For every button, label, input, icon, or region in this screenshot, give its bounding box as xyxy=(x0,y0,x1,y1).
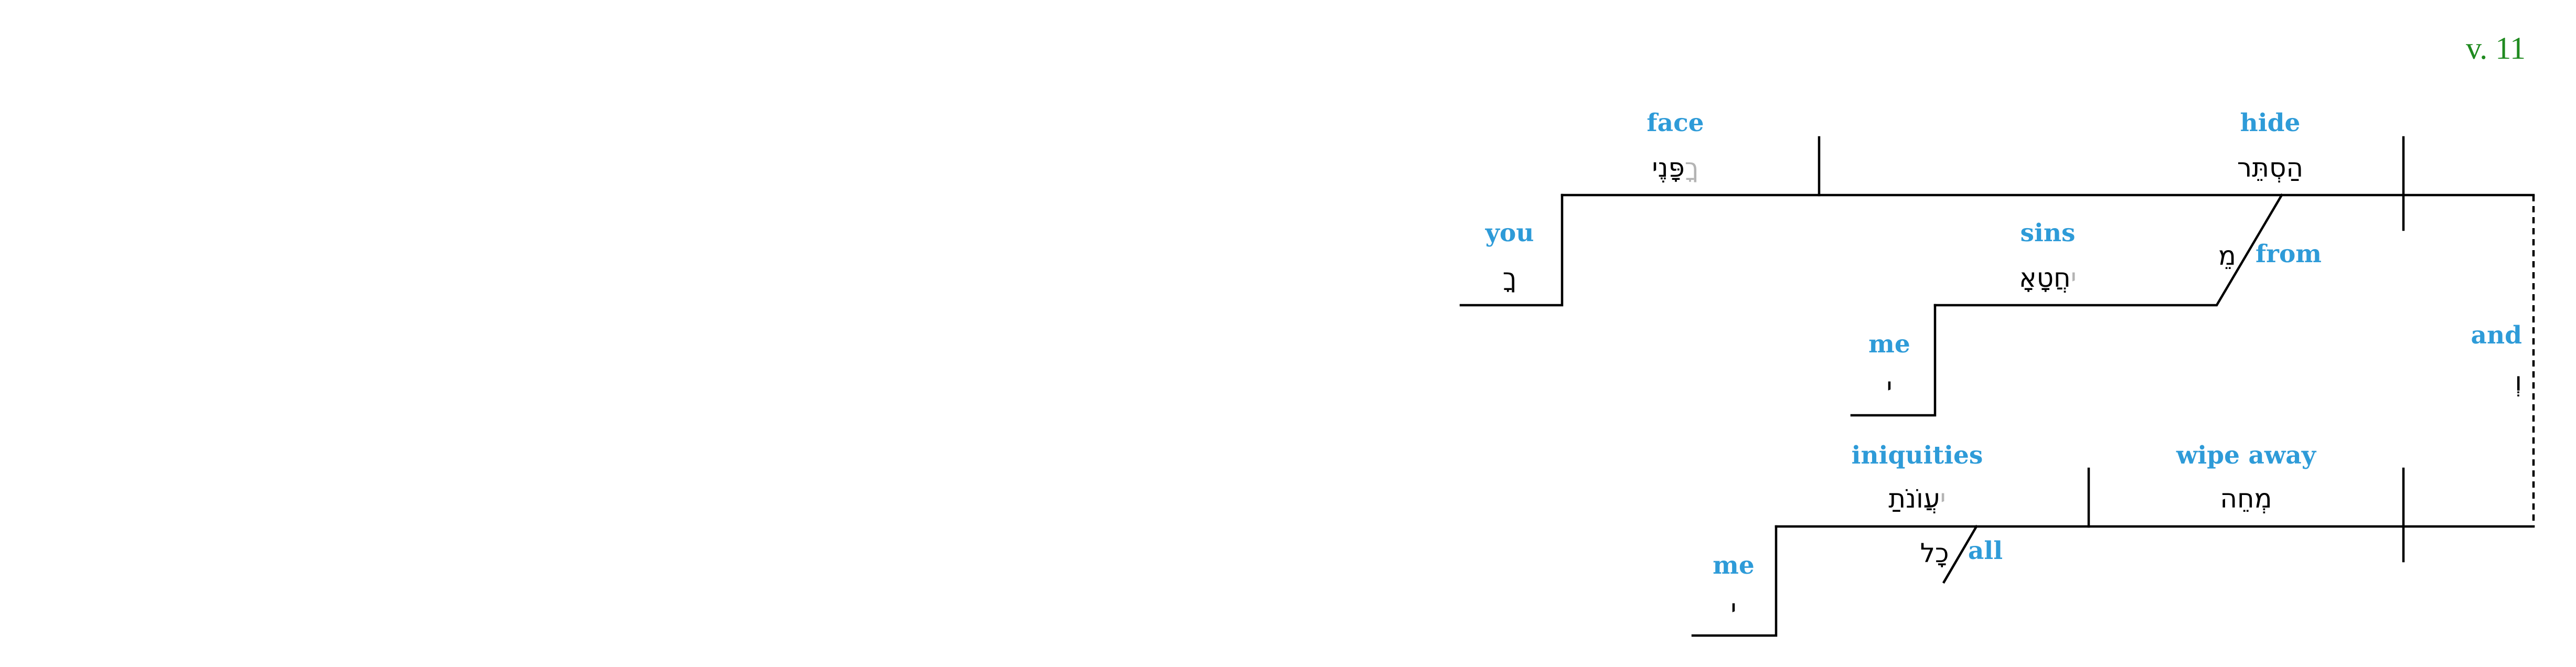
object-hebrew-iniquities-suffix: י xyxy=(1940,483,1946,514)
prep-possessor-me-line xyxy=(1850,304,1937,417)
preposition-from-line xyxy=(1933,193,2284,307)
verb-gloss-wipe-away: wipe away xyxy=(2176,441,2317,470)
modifier-hebrew-all: כָל xyxy=(1920,538,1949,568)
object-gloss-face: face xyxy=(1647,109,1704,137)
object-hebrew-iniquities: יעֲוֹנֹתַ xyxy=(1888,483,1946,514)
object-hebrew-face-suffix: ךָ xyxy=(1685,153,1699,183)
clause-2-possessor-hebrew-me: י xyxy=(1730,594,1736,624)
prep-object-hebrew-sins: יחֲטָאָ xyxy=(2019,263,2077,293)
verse-label: v. 11 xyxy=(2466,31,2526,66)
modifier-all-line xyxy=(1942,524,1979,584)
verb-hebrew-wipe-away: מְחֵה xyxy=(2220,483,2272,514)
object-hebrew-iniquities-stem: עֲוֹנֹתַ xyxy=(1888,483,1940,514)
modifier-gloss-all: all xyxy=(1968,536,2003,565)
prep-possessor-gloss-me: me xyxy=(1868,330,1910,359)
verb-gloss-hide: hide xyxy=(2240,109,2301,137)
possessor-hebrew-you: ךָ xyxy=(1503,263,1517,293)
object-gloss-iniquities: iniquities xyxy=(1852,441,1983,470)
verb-hebrew-hide: הַסְתֵּר xyxy=(2237,153,2303,183)
possessor-gloss-you: you xyxy=(1485,219,1534,248)
preposition-gloss-from: from xyxy=(2256,240,2322,268)
possessor-you-line xyxy=(1459,193,1564,307)
prep-object-hebrew-sins-suffix: י xyxy=(2071,263,2077,293)
prep-object-hebrew-sins-stem: חֲטָאָ xyxy=(2019,263,2071,293)
preposition-hebrew-from: מֵ xyxy=(2218,241,2236,271)
conjunction-hebrew-and: וְ xyxy=(2515,367,2522,397)
clause-2-possessor-me-line xyxy=(1691,525,1778,637)
object-hebrew-face: ךָפָּנֶי xyxy=(1652,153,1698,183)
clause-1: hide הַסְתֵּר face ךָפָּנֶי you ךָ מֵ fr… xyxy=(1459,109,2535,417)
clause-2: wipe away מְחֵה iniquities יעֲוֹנֹתַ כָל… xyxy=(1691,441,2535,637)
clause-2-possessor-gloss-me: me xyxy=(1713,551,1755,580)
object-hebrew-face-stem: פָּנֶי xyxy=(1652,153,1684,183)
prep-possessor-hebrew-me: י xyxy=(1886,372,1892,402)
conjunction-gloss-and: and xyxy=(2471,321,2522,350)
conjunction-and: and וְ xyxy=(2471,195,2535,526)
prep-object-gloss-sins: sins xyxy=(2021,219,2076,248)
